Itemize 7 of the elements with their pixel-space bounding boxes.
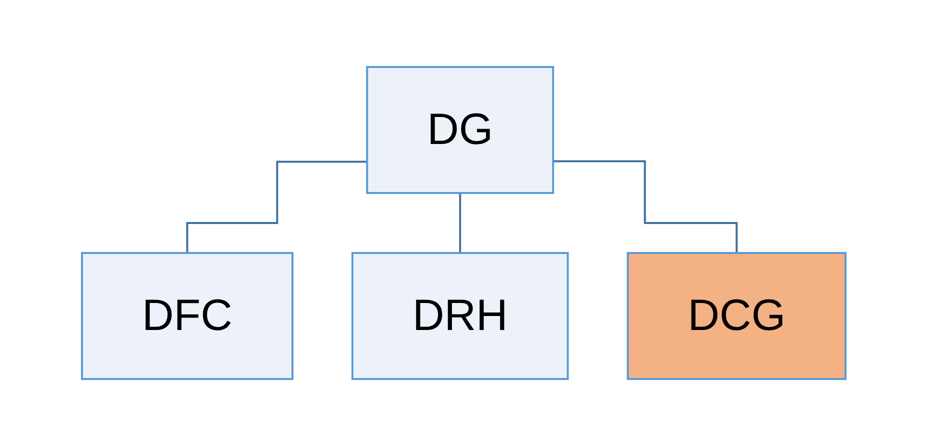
node-box: DRH bbox=[352, 252, 569, 380]
connector bbox=[553, 160, 738, 254]
connector bbox=[459, 192, 462, 254]
node-box: DFC bbox=[81, 252, 294, 380]
node-box: DG bbox=[366, 66, 554, 194]
connector bbox=[186, 160, 368, 254]
node-box: DCG bbox=[626, 252, 847, 380]
